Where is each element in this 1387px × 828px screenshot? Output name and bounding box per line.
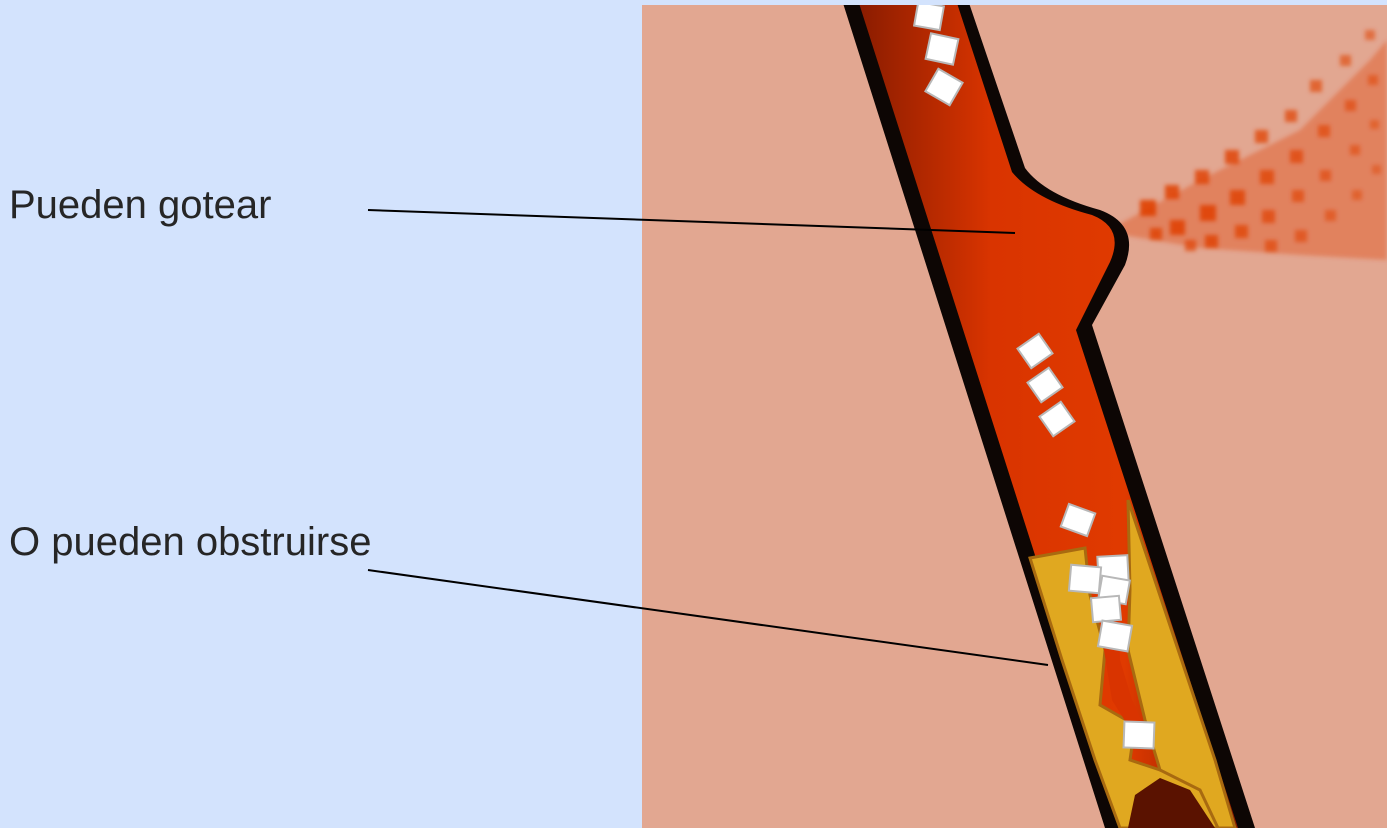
sugar-cube-icon xyxy=(926,33,959,64)
sugar-cube-icon xyxy=(914,2,944,30)
clog-label: O pueden obstruirse xyxy=(9,520,371,565)
sugar-cube-icon xyxy=(1091,596,1121,622)
sugar-cube-icon xyxy=(1069,565,1101,594)
leak-label: Pueden gotear xyxy=(9,183,271,228)
sugar-cube-icon xyxy=(1124,721,1155,748)
sugar-cube-icon xyxy=(1098,621,1132,652)
